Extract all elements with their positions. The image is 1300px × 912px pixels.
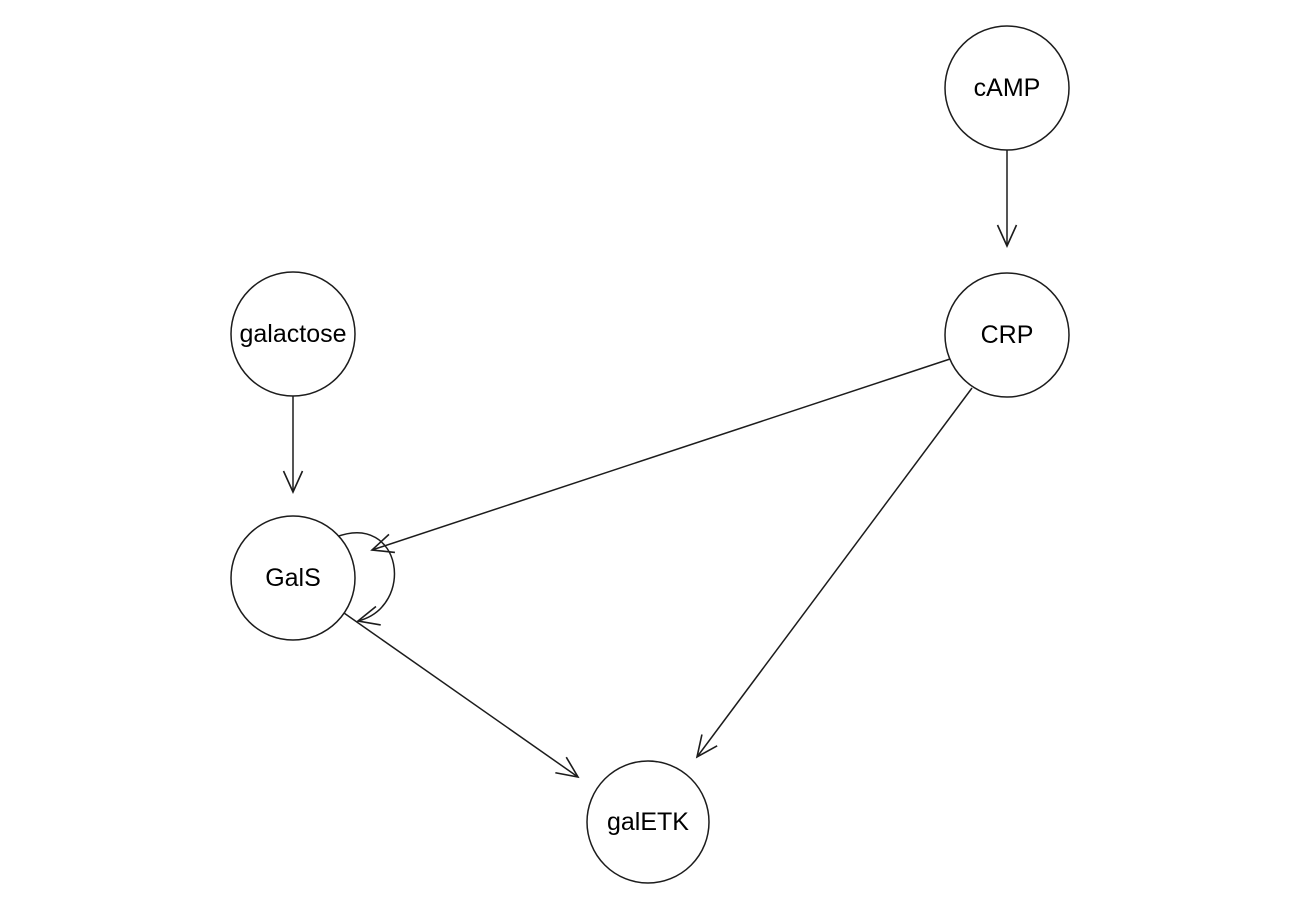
- node-CRP: CRP: [944, 272, 1070, 398]
- node-CRP-circle: [944, 272, 1070, 398]
- node-galactose-label: galactose: [239, 320, 346, 348]
- edge-CRP-to-GalS: [370, 358, 951, 554]
- node-GalS: GalS: [230, 515, 356, 641]
- edge-CRP-to-galETK: [695, 387, 973, 759]
- node-CRP-label: CRP: [981, 321, 1034, 349]
- node-cAMP: cAMP: [944, 25, 1070, 151]
- node-GalS-label: GalS: [265, 564, 321, 592]
- node-galactose: galactose: [230, 271, 356, 397]
- node-galactose-circle: [230, 271, 356, 397]
- edge-GalS-to-galETK: [343, 612, 580, 779]
- node-galETK: galETK: [586, 760, 710, 884]
- edge-GalS-self-loop: [335, 532, 396, 626]
- node-cAMP-label: cAMP: [974, 74, 1041, 102]
- node-cAMP-circle: [944, 25, 1070, 151]
- node-GalS-circle: [230, 515, 356, 641]
- node-galETK-circle: [586, 760, 710, 884]
- node-galETK-label: galETK: [607, 808, 689, 836]
